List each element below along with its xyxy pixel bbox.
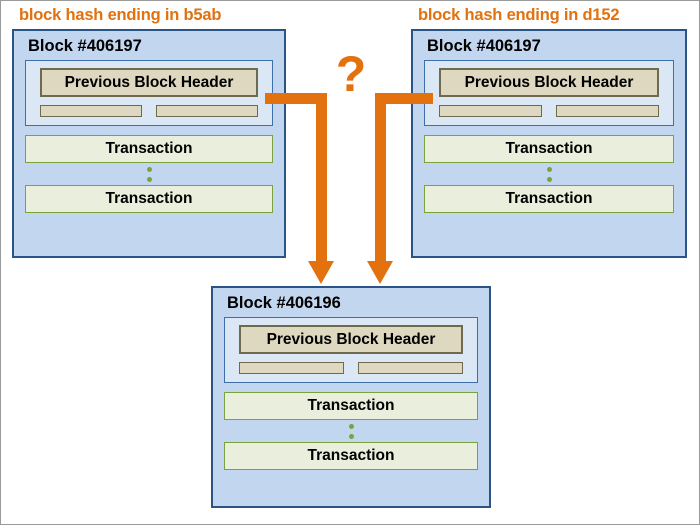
transaction-ellipsis-icon [224, 420, 478, 442]
transaction-label: Transaction [307, 447, 395, 464]
header-field-box [40, 105, 143, 117]
header-fields-row-right [439, 105, 659, 117]
ellipsis-dot [348, 423, 354, 429]
ellipsis-dot [146, 166, 152, 172]
transactions-area-right: Transaction Transaction [424, 135, 674, 213]
transaction-label: Transaction [307, 397, 395, 414]
previous-block-header-label-bottom: Previous Block Header [266, 330, 436, 348]
conflict-question-mark-icon: ? [335, 46, 367, 102]
transaction-label: Transaction [505, 140, 593, 157]
transaction-ellipsis-icon [424, 163, 674, 185]
ellipsis-dot [546, 166, 552, 172]
connector-left-arrowhead-icon [308, 261, 334, 284]
transaction-row: Transaction [224, 442, 478, 470]
header-field-box [439, 105, 543, 117]
ellipsis-dot [348, 433, 354, 439]
previous-block-header-box-bottom: Previous Block Header [239, 325, 463, 354]
header-field-box [239, 362, 345, 374]
left-block-hash-label: block hash ending in b5ab [19, 6, 222, 24]
transaction-row: Transaction [424, 185, 674, 213]
connector-right-vertical-segment [375, 93, 386, 263]
transaction-row: Transaction [25, 185, 273, 213]
block-title-left: Block #406197 [28, 37, 142, 55]
header-fields-row-left [40, 105, 258, 117]
previous-block-header-label-left: Previous Block Header [64, 73, 234, 91]
block-title-bottom: Block #406196 [227, 294, 341, 312]
connector-left-horizontal-segment [265, 93, 327, 104]
block-header-panel-right: Previous Block Header [424, 60, 674, 126]
block-title-right: Block #406197 [427, 37, 541, 55]
previous-block-header-box-right: Previous Block Header [439, 68, 659, 97]
transaction-ellipsis-icon [25, 163, 273, 185]
previous-block-header-box-left: Previous Block Header [40, 68, 258, 97]
block-card-bottom: Block #406196 Previous Block Header Tran… [211, 286, 491, 508]
connector-right-horizontal-segment [375, 93, 433, 104]
connector-left-vertical-segment [316, 93, 327, 263]
header-field-box [555, 105, 659, 117]
transaction-row: Transaction [25, 135, 273, 163]
connector-right-arrowhead-icon [367, 261, 393, 284]
block-header-panel-left: Previous Block Header [25, 60, 273, 126]
transactions-area-left: Transaction Transaction [25, 135, 273, 213]
transaction-label: Transaction [105, 190, 193, 207]
block-card-left: Block #406197 Previous Block Header Tran… [12, 29, 286, 258]
header-fields-row-bottom [239, 362, 463, 374]
block-header-panel-bottom: Previous Block Header [224, 317, 478, 383]
transaction-label: Transaction [105, 140, 193, 157]
transaction-row: Transaction [224, 392, 478, 420]
header-field-box [155, 105, 258, 117]
transactions-area-bottom: Transaction Transaction [224, 392, 478, 470]
transaction-row: Transaction [424, 135, 674, 163]
ellipsis-dot [146, 176, 152, 182]
ellipsis-dot [546, 176, 552, 182]
header-field-box [357, 362, 463, 374]
previous-block-header-label-right: Previous Block Header [464, 73, 634, 91]
transaction-label: Transaction [505, 190, 593, 207]
block-card-right: Block #406197 Previous Block Header Tran… [411, 29, 687, 258]
right-block-hash-label: block hash ending in d152 [418, 6, 620, 24]
